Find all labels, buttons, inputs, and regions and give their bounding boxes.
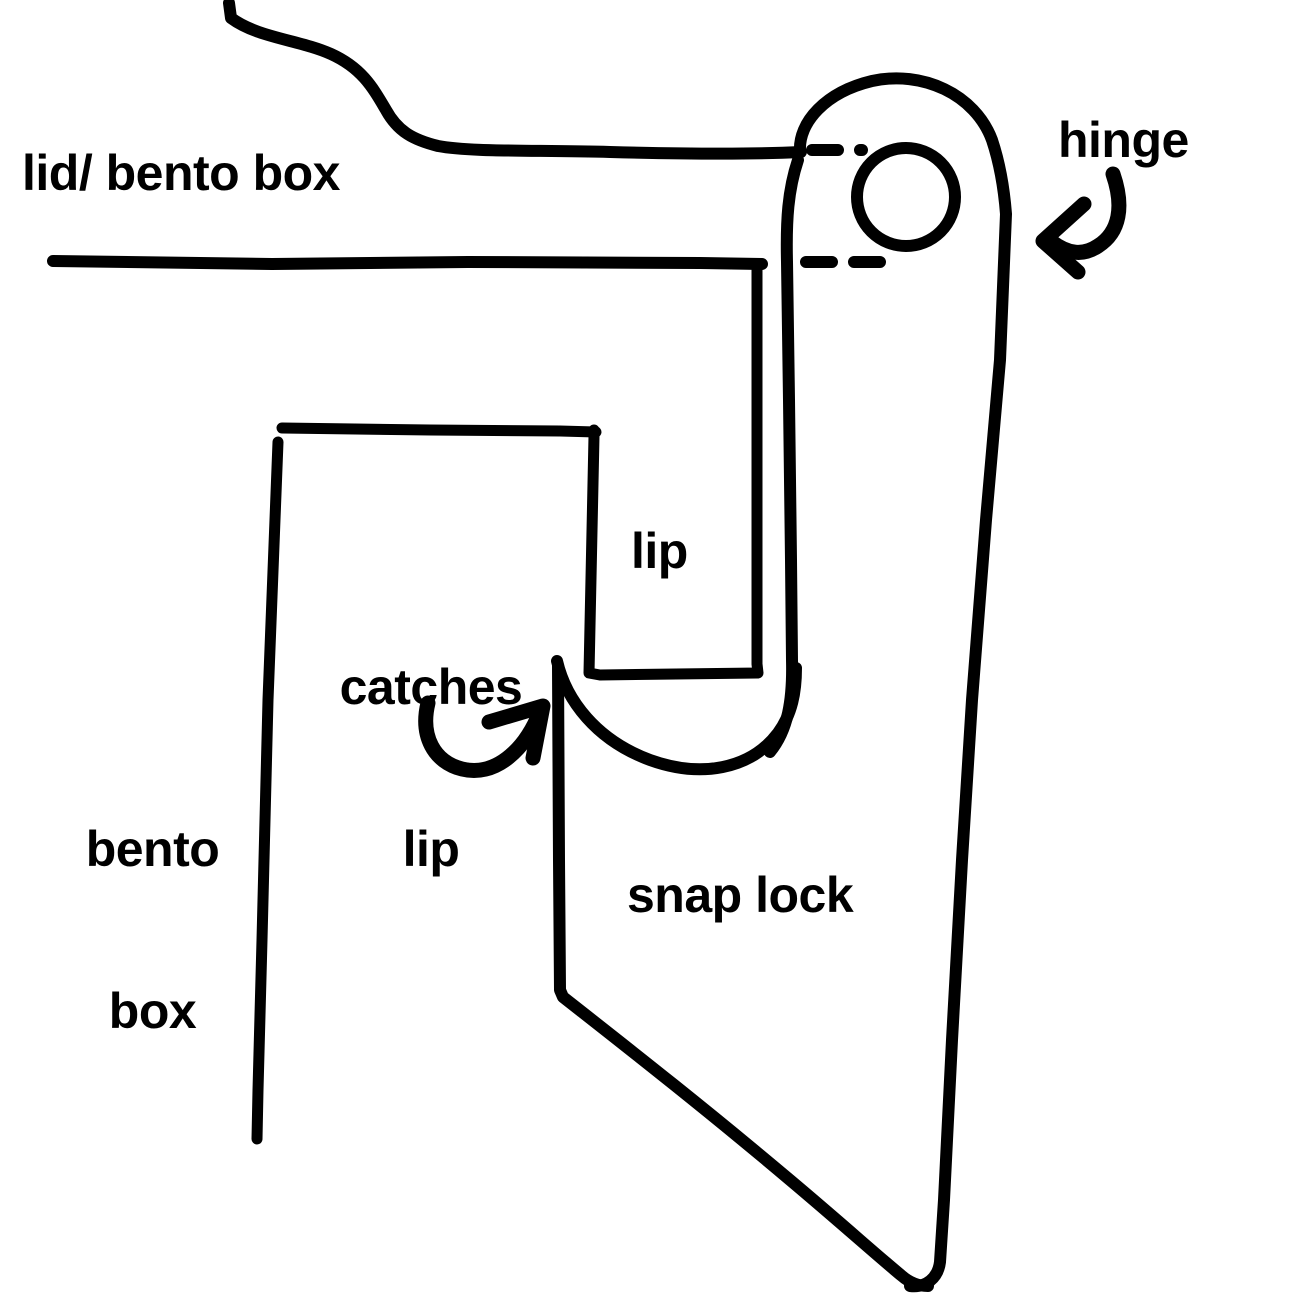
snap-lock-inner-edge bbox=[552, 660, 934, 1292]
lid-bottom-line bbox=[47, 255, 768, 270]
snap-lock-outer-right-edge bbox=[793, 72, 1012, 1293]
label-catches-lip-line1: catches bbox=[339, 659, 523, 715]
lip-tab-outline bbox=[583, 262, 764, 681]
label-bento-box: bento box bbox=[70, 714, 235, 1146]
bento-box-left-wall bbox=[251, 436, 284, 1145]
label-catches-lip-line2: lip bbox=[402, 821, 460, 877]
label-bento-box-line2: box bbox=[108, 983, 197, 1039]
label-lid-bento-box: lid/ bento box bbox=[22, 145, 340, 201]
label-hinge: hinge bbox=[1058, 112, 1189, 168]
hinge-pin-hole-circle bbox=[851, 142, 961, 252]
bento-box-top-rim bbox=[276, 422, 602, 438]
label-bento-box-line1: bento bbox=[85, 821, 220, 877]
catches-lip-arrow bbox=[418, 695, 551, 778]
hinge-arrow-shaft bbox=[1044, 166, 1127, 260]
catches-lip-arrow-head bbox=[481, 698, 551, 766]
hinge-arrow bbox=[1035, 166, 1127, 280]
label-snap-lock: snap lock bbox=[627, 867, 854, 923]
label-lip: lip bbox=[631, 523, 688, 579]
hinge-arrow-head bbox=[1035, 196, 1092, 280]
catches-lip-arrow-shaft bbox=[418, 695, 548, 778]
snap-lock-hook-curve bbox=[551, 655, 802, 776]
label-catches-lip: catches lip bbox=[315, 552, 547, 984]
lid-top-profile-line bbox=[223, 0, 807, 160]
